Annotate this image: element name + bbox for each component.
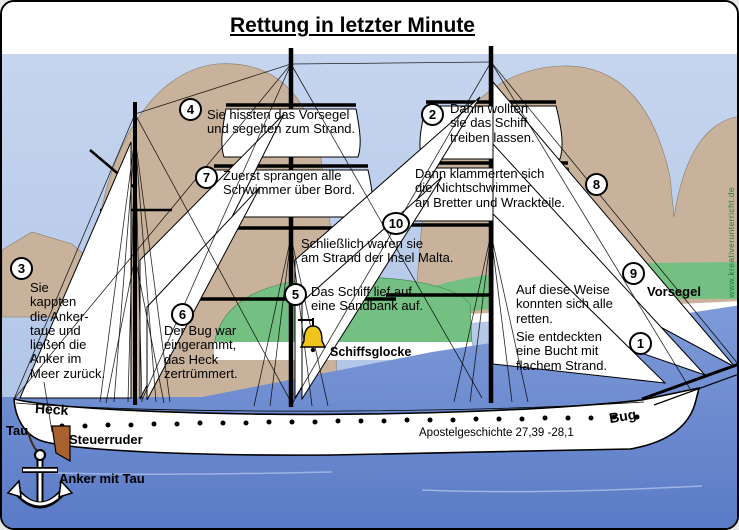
rudder bbox=[51, 425, 71, 463]
callout-badge-10: 10 bbox=[382, 212, 410, 235]
staysail bbox=[301, 176, 443, 401]
label-schiffsglocke: Schiffsglocke bbox=[330, 345, 412, 359]
label-bibelstelle: Apostelgeschichte 27,39 -28,1 bbox=[419, 427, 574, 439]
callout-badge-4: 4 bbox=[179, 98, 202, 121]
portholes bbox=[59, 414, 640, 429]
label-vorsegel: Vorsegel bbox=[647, 284, 701, 299]
staysail bbox=[146, 186, 261, 401]
callout-badge-5: 5 bbox=[284, 283, 307, 306]
callout-badge-3: 3 bbox=[10, 257, 33, 280]
page-title: Rettung in letzter Minute bbox=[230, 14, 475, 37]
wave-line bbox=[421, 485, 703, 493]
deck-line bbox=[15, 401, 645, 412]
title-band bbox=[2, 2, 737, 54]
leader-line-anchor bbox=[43, 381, 53, 433]
bowsprit-stay bbox=[653, 374, 737, 406]
callout-text-6: Der Bug war eingerammt, das Heck zertrüm… bbox=[164, 323, 238, 381]
wave-line bbox=[31, 471, 333, 476]
bowsprit bbox=[641, 363, 737, 401]
callout-badge-9: 9 bbox=[622, 262, 645, 285]
callout-badge-8: 8 bbox=[585, 173, 608, 196]
website-credit: www.kreativerunterricht.de bbox=[726, 187, 736, 298]
callout-text-1: Sie entdeckten eine Bucht mit flachem St… bbox=[516, 329, 608, 373]
callout-text-7: Zuerst sprangen alle Schwimmer über Bord… bbox=[223, 168, 356, 198]
callout-text-4: Sie hissten das Vorsegel und segelten zu… bbox=[207, 107, 356, 137]
callout-text-3: Sie kappten die Anker- taue und ließen d… bbox=[30, 280, 106, 381]
stern-sail bbox=[19, 141, 132, 399]
callout-text-10: Schließlich waren sie am Strand der Inse… bbox=[301, 236, 454, 266]
label-anker-mit-tau: Anker mit Tau bbox=[59, 471, 145, 486]
beach-middle bbox=[214, 342, 472, 360]
bell-icon bbox=[298, 318, 327, 353]
callout-badge-7: 7 bbox=[195, 166, 218, 189]
label-steuerruder: Steuerruder bbox=[69, 432, 143, 447]
label-heck: Heck bbox=[34, 399, 69, 419]
callout-badge-1: 1 bbox=[629, 332, 652, 355]
callout-text-9: Auf diese Weise konnten sich alle retten… bbox=[516, 282, 613, 326]
callout-text-5: Das Schiff lief auf eine Sandbank auf. bbox=[311, 284, 424, 314]
callout-badge-6: 6 bbox=[171, 303, 194, 326]
callout-text-8: Dann klammerten sich die Nichtschwimmer … bbox=[415, 166, 566, 210]
callout-badge-2: 2 bbox=[421, 103, 444, 126]
label-tau: Tau bbox=[6, 423, 29, 438]
anchor-icon bbox=[6, 448, 74, 509]
callout-text-2: Dahin wollten sie das Schiff treiben las… bbox=[450, 101, 535, 145]
ship bbox=[13, 46, 737, 463]
jib-sail bbox=[492, 212, 667, 384]
